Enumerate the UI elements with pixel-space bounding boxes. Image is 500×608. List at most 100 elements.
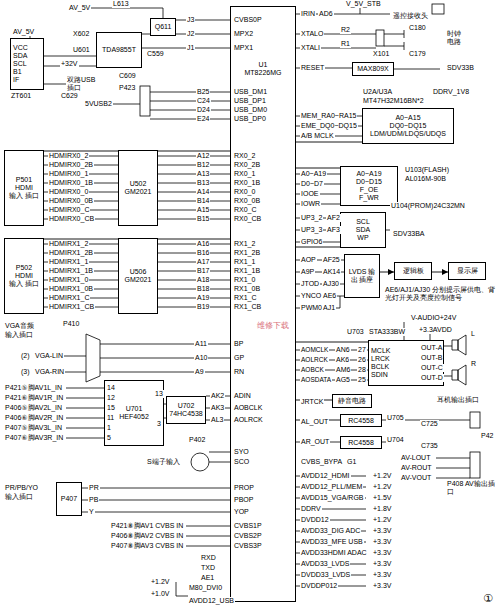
component-text: SDA (13, 52, 27, 60)
signal-label: +1.5V (372, 494, 393, 502)
signal-label: G1 (346, 458, 357, 466)
signal-label: HDMIRX0_0 (48, 188, 89, 196)
signal-label: 13 (154, 390, 164, 398)
signal-label: AOLRCK (233, 416, 264, 424)
signal-label: RX0_1B (233, 179, 261, 187)
signal-label: 遥控接收头 (392, 12, 429, 20)
signal-label: A0~A19 (300, 170, 327, 178)
signal-label: P406⑤脚AV2L_IN (4, 404, 63, 412)
signal-label: AK6 (335, 356, 350, 364)
component-text: LVDS 输出 插座 (347, 268, 377, 284)
signal-label: HDMIRX1_0 (48, 276, 89, 284)
signal-label: +3.3V (372, 538, 393, 546)
signal-label: R2 (340, 26, 351, 34)
signal-label: RX1_0 (233, 276, 256, 284)
signal-label: 12 (106, 394, 116, 402)
signal-label: (2) (20, 352, 31, 360)
signal-label: AK14 (322, 268, 341, 276)
signal-label: A13 (196, 170, 210, 178)
signal-label: B19 (196, 303, 210, 311)
component-text: P502 HDMI (7, 264, 41, 280)
signal-label: RX0_CB (233, 215, 262, 223)
component-text: MCLK (371, 347, 390, 355)
signal-label: UP3_2 (300, 214, 323, 222)
signal-label: VGA-LIN (34, 352, 64, 360)
signal-label: USB_DM1 (233, 88, 268, 96)
signal-label: P406⑧脚AV2 CVBS IN (110, 532, 184, 540)
wire (432, 4, 444, 14)
signal-label: L (470, 330, 476, 338)
signal-label: B13 (196, 179, 210, 187)
component-text: U702 (178, 402, 195, 410)
signal-label: RESET (300, 64, 325, 72)
signal-label: A19 (196, 294, 210, 302)
component-text: RC4558 (348, 417, 374, 425)
signal-label: AVDD33_DIG ADC (300, 527, 361, 535)
component-text: SDIN (371, 371, 388, 379)
signal-label: R (470, 360, 477, 368)
signal-label: U601 (72, 46, 91, 54)
wire (66, 388, 104, 438)
signal-label: +1.2V (372, 483, 393, 491)
signal-label: AVDD12_PLL/MEM (300, 483, 363, 491)
component-text: SCL (13, 60, 27, 68)
signal-label: S端子输入 (146, 458, 181, 466)
signal-label: USB_DP0 (233, 115, 267, 123)
component-box: P501 HDMI输入 插口 (4, 150, 44, 226)
signal-label: VGA-RIN (34, 368, 65, 376)
signal-label: AVDD15_VGA/RGB (300, 494, 365, 502)
signal-label: XTALO (300, 30, 324, 38)
signal-label: YNCO (300, 292, 322, 300)
component-box: RC4558 (340, 436, 382, 449)
signal-label: AL016M-90B (404, 175, 447, 183)
signal-label: 28 (357, 366, 367, 374)
signal-label: B15 (196, 215, 210, 223)
signal-label: UP3_3 (300, 226, 323, 234)
signal-label: MEM_RA0~RA15 (300, 112, 357, 120)
signal-label: HDMIRX1_2B (48, 249, 94, 257)
wire (86, 334, 100, 382)
signal-label: M80_DVI0 (188, 584, 223, 592)
signal-label: P408 AV输出插口 (446, 480, 498, 496)
signal-label: +1.2V (150, 578, 171, 586)
component-box: Q611 (150, 18, 176, 36)
component-text: P501 HDMI (7, 176, 41, 192)
component-text: F_WR (359, 194, 379, 202)
component-text: 逻辑板 (403, 267, 424, 275)
signal-label: HDMIRX0_CB (48, 215, 95, 223)
signal-label: RX1_2B (233, 249, 261, 257)
signal-label: CVBS0P (233, 16, 263, 24)
signal-label: AOMCLK (300, 346, 329, 354)
component-text: VCC (13, 44, 28, 52)
component-box: 逻辑板 (394, 262, 432, 280)
signal-label: DVDD33_LVDS (300, 571, 351, 579)
signal-label: V_5V_STB (345, 0, 382, 8)
component-box: LVDS 输出 插座 (344, 254, 380, 298)
component-box: MAX809X (352, 62, 394, 76)
connector (158, 151, 230, 152)
component-text: 输入 插口 (9, 192, 39, 200)
signal-label: 双路USB 插口 (66, 76, 100, 92)
signal-label: 5VUSB2 (84, 100, 113, 108)
signal-label: BP (233, 340, 244, 348)
signal-label: AM6 (335, 366, 351, 374)
signal-label: J3 (186, 16, 195, 24)
signal-label: OUT-B (420, 354, 443, 362)
signal-label: AV_5V (12, 28, 35, 36)
signal-label: +3.3V (372, 571, 393, 579)
signal-label: ZT601 (10, 92, 32, 100)
component-text: 静音电路 (338, 397, 366, 405)
component-text: A0~A19 (356, 170, 381, 178)
signal-label: B25 (196, 88, 210, 96)
signal-label: J1 (186, 44, 195, 52)
signal-label: AG5 (335, 376, 351, 384)
signal-label: JRTCK (300, 398, 324, 406)
signal-label: AVDD33_LVDS (300, 560, 350, 568)
connector (296, 247, 340, 248)
signal-label: RXD (200, 554, 217, 562)
signal-label: AOBCLK (233, 404, 263, 412)
signal-label: U703 (346, 328, 365, 336)
signal-label: TXD (200, 564, 216, 572)
signal-label: P410 (62, 320, 80, 328)
signal-label: P423 (118, 84, 136, 92)
